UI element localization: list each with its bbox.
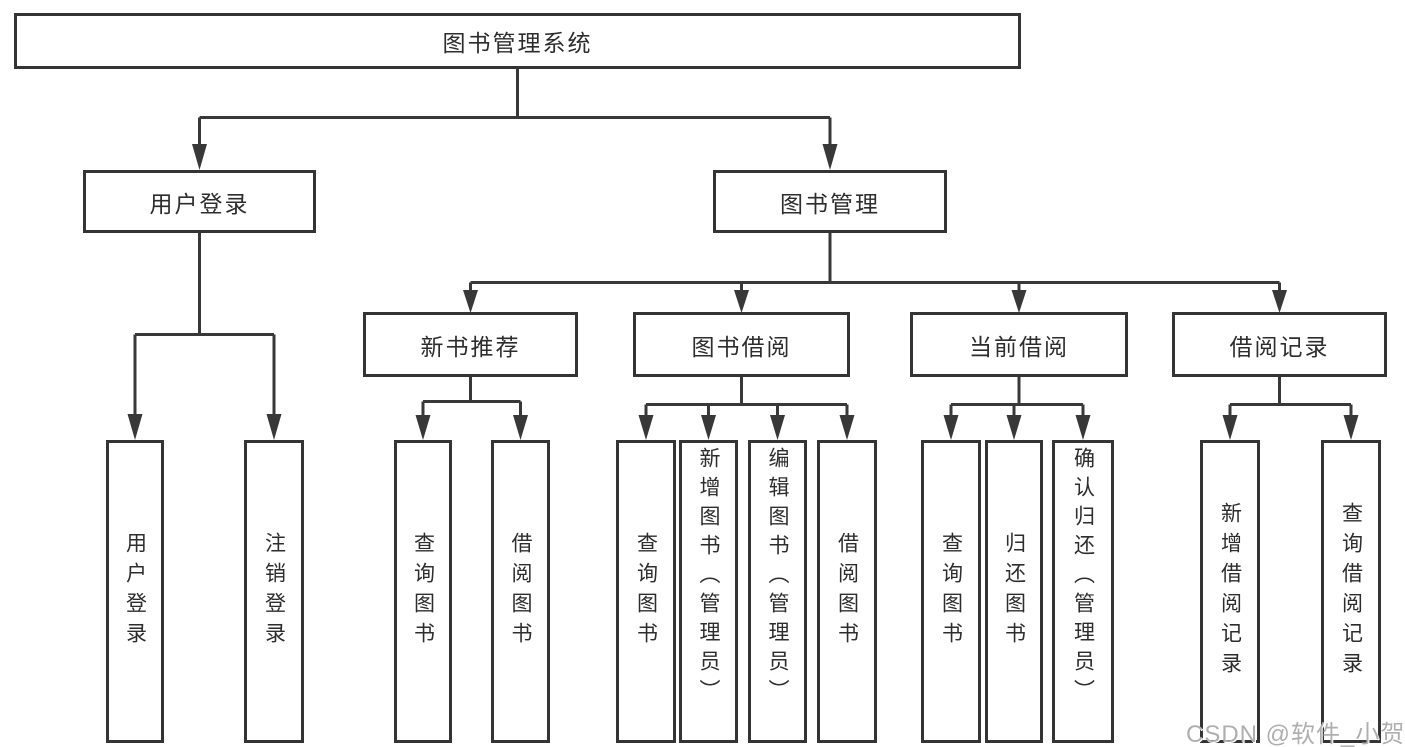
- leaf-return-books-label: 归还图书: [1002, 531, 1026, 652]
- leaf-add-books-admin-label: 新增图书（管理员）: [697, 447, 720, 708]
- watermark-text: CSDN @软件_小贺同学: [1186, 721, 1405, 747]
- node-book-management: 图书管理: [713, 170, 947, 233]
- leaf-edit-books-admin: 编辑图书（管理员）: [748, 440, 807, 743]
- leaf-borrow-books-recommend-label: 借阅图书: [509, 531, 532, 652]
- leaf-confirm-return-admin-label: 确认归还（管理员）: [1071, 447, 1095, 708]
- leaf-add-borrow-record-label: 新增借阅记录: [1218, 501, 1242, 682]
- node-user-login: 用户登录: [83, 170, 316, 233]
- node-borrow-records: 借阅记录: [1172, 312, 1387, 377]
- leaf-logout: 注销登录: [244, 440, 304, 743]
- leaf-user-login: 用户登录: [106, 440, 164, 743]
- leaf-user-login-label: 用户登录: [123, 531, 147, 652]
- node-book-borrow-label: 图书借阅: [691, 333, 792, 360]
- node-new-book-recommend-label: 新书推荐: [420, 333, 521, 360]
- leaf-query-books-recommend-label: 查询图书: [411, 531, 435, 652]
- node-current-borrow-label: 当前借阅: [969, 333, 1069, 360]
- node-root-system-label: 图书管理系统: [442, 30, 593, 56]
- node-user-login-label: 用户登录: [149, 190, 250, 217]
- leaf-return-books: 归还图书: [985, 440, 1043, 743]
- leaf-borrow-books-label: 借阅图书: [835, 531, 859, 652]
- leaf-query-books-current: 查询图书: [921, 440, 981, 743]
- leaf-query-books-borrow-label: 查询图书: [634, 531, 658, 652]
- leaf-query-borrow-record: 查询借阅记录: [1321, 440, 1381, 743]
- node-new-book-recommend: 新书推荐: [363, 312, 578, 377]
- leaf-borrow-books: 借阅图书: [817, 440, 877, 743]
- leaf-query-books-recommend: 查询图书: [394, 440, 452, 743]
- leaf-query-books-borrow: 查询图书: [616, 440, 676, 743]
- node-borrow-records-label: 借阅记录: [1229, 333, 1330, 360]
- leaf-logout-label: 注销登录: [262, 531, 286, 652]
- node-root-system: 图书管理系统: [14, 13, 1021, 69]
- leaf-add-borrow-record: 新增借阅记录: [1200, 440, 1260, 743]
- leaf-confirm-return-admin: 确认归还（管理员）: [1052, 440, 1114, 743]
- node-book-borrow: 图书借阅: [633, 312, 850, 377]
- node-book-management-label: 图书管理: [780, 190, 880, 217]
- leaf-edit-books-admin-label: 编辑图书（管理员）: [766, 447, 789, 708]
- leaf-query-borrow-record-label: 查询借阅记录: [1339, 501, 1363, 682]
- leaf-add-books-admin: 新增图书（管理员）: [679, 440, 738, 743]
- node-current-borrow: 当前借阅: [910, 312, 1128, 377]
- leaf-query-books-current-label: 查询图书: [939, 531, 963, 652]
- leaf-borrow-books-recommend: 借阅图书: [491, 440, 550, 743]
